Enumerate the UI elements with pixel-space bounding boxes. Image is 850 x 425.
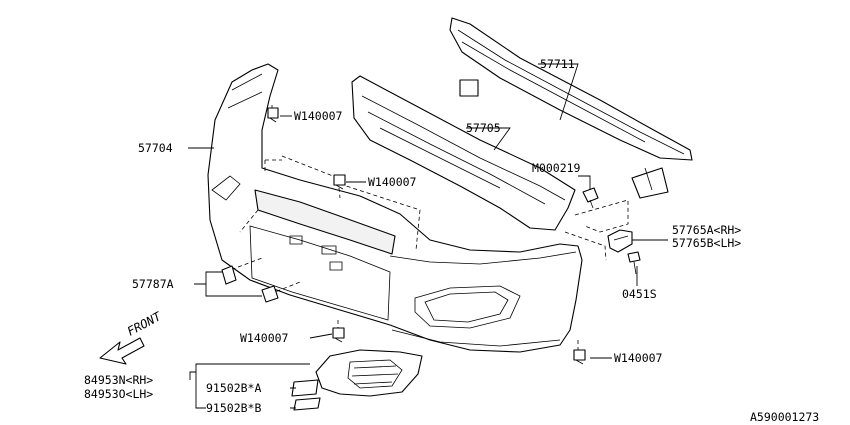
- label-w140007-right: W140007: [614, 351, 663, 365]
- fastener-w140007-right: [573, 349, 586, 365]
- leader-lines: [188, 63, 668, 409]
- label-57787a: 57787A: [132, 277, 174, 291]
- fastener-w140007-low: [332, 327, 345, 343]
- reinforcement-beam-57711: [449, 17, 693, 199]
- fog-lamp-cover-84953: [291, 349, 423, 411]
- label-0451s: 0451S: [622, 287, 657, 301]
- label-91502bb: 91502B*B: [206, 401, 261, 415]
- label-m000219: M000219: [532, 161, 581, 175]
- label-57765b: 57765B<LH>: [672, 236, 741, 250]
- label-84953o: 84953O<LH>: [84, 387, 153, 401]
- front-label: FRONT: [125, 309, 164, 339]
- front-arrow-icon: [99, 337, 145, 365]
- label-57765a: 57765A<RH>: [672, 223, 741, 237]
- bumper-face-57704: [207, 63, 583, 353]
- bracket-57765: [607, 229, 633, 253]
- bolt-m000219: [582, 187, 599, 209]
- energy-absorber-57705: [351, 75, 576, 231]
- label-84953n: 84953N<RH>: [84, 373, 153, 387]
- reference-code: A590001273: [750, 410, 819, 424]
- label-57705: 57705: [466, 121, 501, 135]
- label-w140007-top: W140007: [294, 109, 343, 123]
- label-w140007-low: W140007: [240, 331, 289, 345]
- label-91502ba: 91502B*A: [206, 381, 261, 395]
- assembly-guides: [224, 102, 629, 350]
- label-w140007-mid: W140007: [368, 175, 417, 189]
- label-57704: 57704: [138, 141, 173, 155]
- fastener-w140007-top: [267, 107, 279, 123]
- fastener-w140007-mid: [333, 174, 346, 190]
- screw-0451s: [627, 251, 641, 275]
- clip-57787a: [221, 265, 279, 303]
- label-57711: 57711: [540, 57, 575, 71]
